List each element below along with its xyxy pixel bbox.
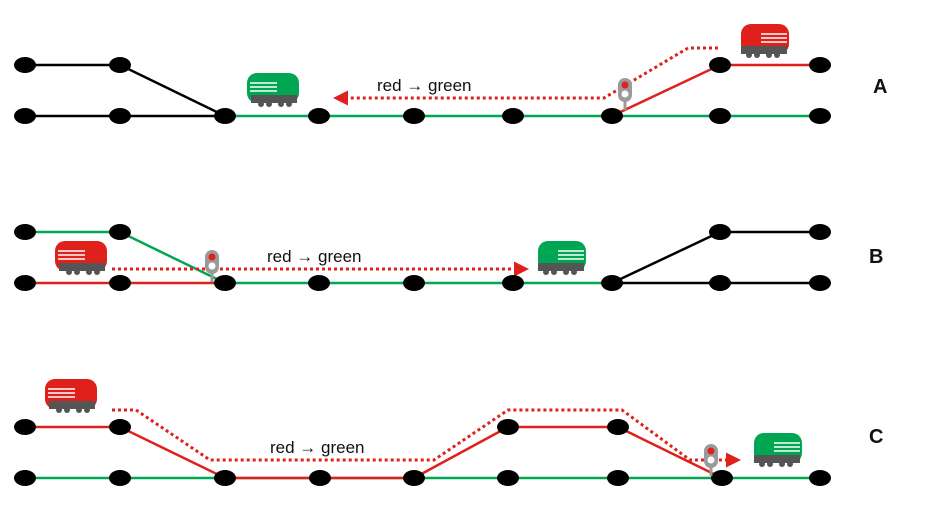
track-nodes (14, 419, 831, 486)
track-node-icon (607, 470, 629, 486)
track-node-icon (809, 470, 831, 486)
track-node-icon (809, 275, 831, 291)
panel-b: red → green (14, 224, 883, 291)
track-node-icon (403, 275, 425, 291)
track-node-icon (109, 108, 131, 124)
track-node-icon (308, 275, 330, 291)
track-black (611, 230, 820, 285)
track-node-icon (497, 419, 519, 435)
track-node-icon (711, 470, 733, 486)
route-annotation: red → green (270, 438, 365, 457)
track-node-icon (109, 224, 131, 240)
track-nodes (14, 57, 831, 124)
track-node-icon (14, 57, 36, 73)
track-node-icon (601, 108, 623, 124)
signal-icon (205, 250, 219, 282)
train-red-icon (45, 379, 97, 413)
track-node-icon (709, 108, 731, 124)
track-node-icon (809, 108, 831, 124)
track-node-icon (109, 419, 131, 435)
route-annotation: red → green (267, 247, 362, 266)
track-node-icon (214, 470, 236, 486)
route-annotation: red → green (377, 76, 472, 95)
signal-icon (704, 444, 718, 476)
track-node-icon (14, 224, 36, 240)
panel-label-b: B (869, 246, 883, 268)
track-node-icon (14, 470, 36, 486)
train-red-icon (741, 24, 789, 58)
panel-label-c: C (869, 426, 883, 448)
train-green-icon (538, 241, 586, 275)
panel-c: red → green (14, 379, 883, 486)
track-nodes (14, 224, 831, 291)
track-node-icon (809, 57, 831, 73)
track-node-icon (14, 419, 36, 435)
track-node-icon (601, 275, 623, 291)
track-node-icon (497, 470, 519, 486)
signal-icon (618, 78, 632, 110)
track-node-icon (502, 275, 524, 291)
track-node-icon (709, 224, 731, 240)
track-node-icon (14, 275, 36, 291)
track-node-icon (214, 275, 236, 291)
track-node-icon (14, 108, 36, 124)
track-node-icon (309, 470, 331, 486)
route-arrow (112, 408, 741, 468)
track-node-icon (214, 108, 236, 124)
track-node-icon (109, 275, 131, 291)
track-node-icon (308, 108, 330, 124)
track-node-icon (607, 419, 629, 435)
train-green-icon (754, 433, 802, 467)
track-node-icon (403, 108, 425, 124)
train-green-icon (247, 73, 299, 107)
track-node-icon (709, 57, 731, 73)
track-node-icon (109, 470, 131, 486)
route-arrow (333, 46, 718, 106)
track-node-icon (709, 275, 731, 291)
panel-label-a: A (873, 76, 887, 98)
track-red (611, 63, 820, 118)
track-black (25, 63, 226, 118)
track-node-icon (109, 57, 131, 73)
panel-a: red → green (14, 24, 887, 124)
track-node-icon (502, 108, 524, 124)
track-node-icon (809, 224, 831, 240)
train-red-icon (55, 241, 107, 275)
track-node-icon (403, 470, 425, 486)
